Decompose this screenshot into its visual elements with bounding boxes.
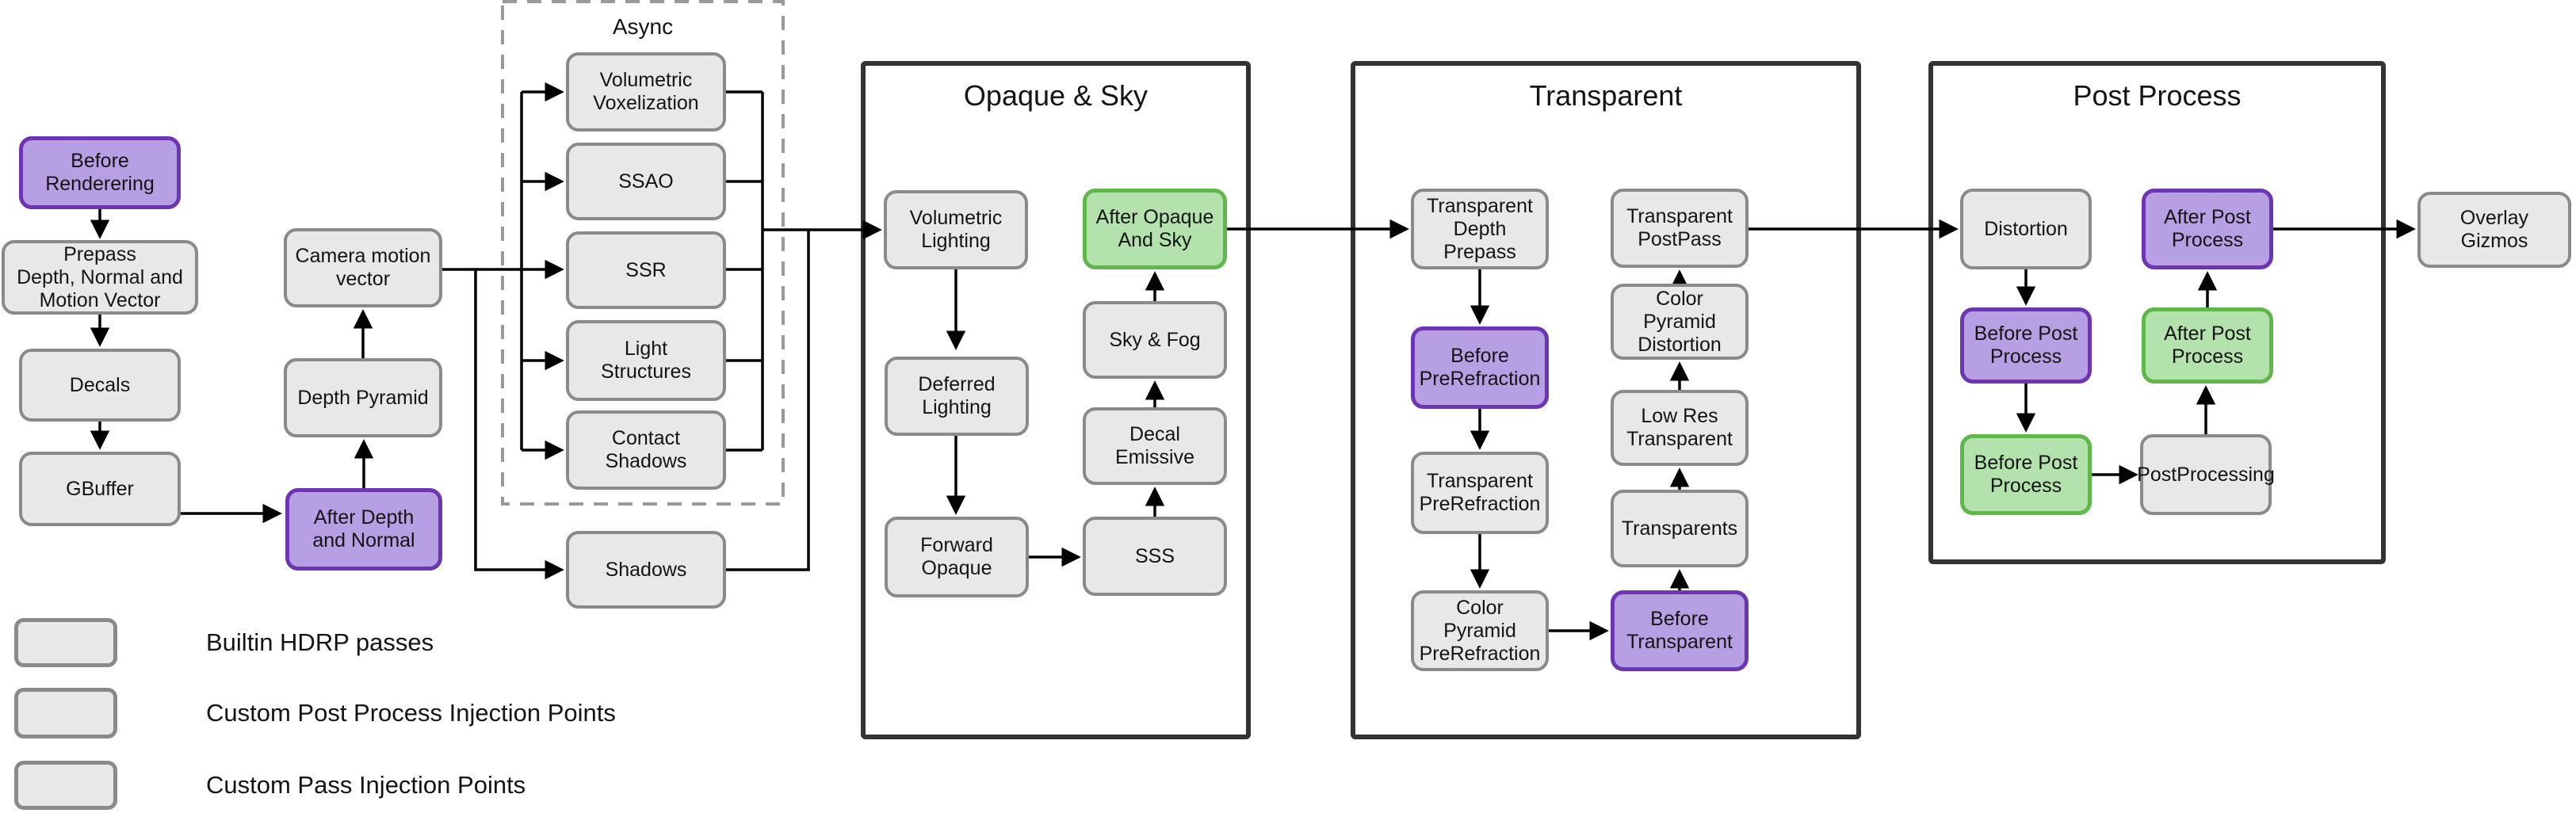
node-depth-pyramid: Depth Pyramid <box>284 358 442 437</box>
node-before-transparent: Before Transparent <box>1611 590 1749 671</box>
edges-left-chain <box>90 209 374 524</box>
node-prepass: Prepass Depth, Normal and Motion Vector <box>2 240 198 315</box>
node-low-res-transparent: Low Res Transparent <box>1611 390 1749 466</box>
node-gbuffer: GBuffer <box>19 452 181 526</box>
group-title-post-process: Post Process <box>2073 79 2242 112</box>
node-contact-shadows: Contact Shadows <box>566 410 726 490</box>
node-shadows: Shadows <box>566 531 726 609</box>
node-before-rendering: Before Renderering <box>19 136 181 209</box>
node-after-post-process-custom-post-process: After Post Process <box>2142 307 2273 384</box>
node-sky-fog: Sky & Fog <box>1083 301 1227 379</box>
node-deferred-lighting: Deferred Lighting <box>885 357 1029 436</box>
node-before-prerefraction: Before PreRefraction <box>1411 326 1549 409</box>
node-ssao: SSAO <box>566 143 726 220</box>
node-transparent-prerefraction: Transparent PreRefraction <box>1411 452 1549 534</box>
node-after-depth-and-normal: After Depth and Normal <box>285 488 442 571</box>
node-light-structures: Light Structures <box>566 320 726 401</box>
node-camera-motion-vector: Camera motion vector <box>284 228 442 307</box>
edges-async-fanin <box>726 90 882 571</box>
node-color-pyramid-prerefraction: Color Pyramid PreRefraction <box>1411 590 1549 671</box>
node-forward-opaque: Forward Opaque <box>885 517 1029 597</box>
legend-label-custom-post-process: Custom Post Process Injection Points <box>206 699 616 727</box>
legend-label-custom-pass: Custom Pass Injection Points <box>206 771 526 799</box>
edges-async-fanout <box>442 82 564 580</box>
legend-item-custom-pass: Custom Pass Injection Points <box>14 761 526 810</box>
legend-swatch-custom-pass <box>14 761 117 810</box>
node-after-post-process-custom-pass: After Post Process <box>2142 189 2273 269</box>
legend-label-builtin: Builtin HDRP passes <box>206 628 434 656</box>
legend-swatch-builtin <box>14 618 117 667</box>
edges-transparent <box>1470 219 1959 641</box>
node-color-pyramid-distortion: Color Pyramid Distortion <box>1611 284 1749 360</box>
node-transparent-depth-prepass: Transparent Depth Prepass <box>1411 189 1549 269</box>
node-after-opaque-and-sky: After Opaque And Sky <box>1083 189 1227 269</box>
legend-swatch-custom-post-process <box>14 688 117 739</box>
node-sss: SSS <box>1083 517 1227 596</box>
edges-post-process <box>2016 219 2416 485</box>
node-volumetric-voxelization: Volumetric Voxelization <box>566 52 726 132</box>
node-decal-emissive: Decal Emissive <box>1083 407 1227 485</box>
group-post-process <box>1928 61 2386 564</box>
node-transparent-postpass: Transparent PostPass <box>1611 189 1749 268</box>
node-before-post-process-custom-pass: Before Post Process <box>1960 307 2092 384</box>
node-transparents: Transparents <box>1611 490 1749 567</box>
group-title-transparent: Transparent <box>1529 79 1683 112</box>
legend-item-custom-post-process: Custom Post Process Injection Points <box>14 688 616 739</box>
group-title-async: Async <box>612 14 674 39</box>
group-opaque-sky <box>861 61 1251 739</box>
node-before-post-process-custom-post-process: Before Post Process <box>1960 434 2092 515</box>
node-postprocessing: PostProcessing <box>2137 434 2275 515</box>
node-ssr: SSR <box>566 231 726 309</box>
group-title-opaque-sky: Opaque & Sky <box>963 79 1148 112</box>
group-transparent <box>1351 61 1861 739</box>
node-volumetric-lighting: Volumetric Lighting <box>884 190 1028 269</box>
async-group-border <box>501 0 785 506</box>
legend-item-builtin: Builtin HDRP passes <box>14 618 434 667</box>
node-overlay-gizmos: Overlay Gizmos <box>2417 192 2571 268</box>
node-decals: Decals <box>19 349 181 422</box>
edges-opaque-sky <box>946 219 1409 567</box>
node-distortion: Distortion <box>1960 189 2092 269</box>
